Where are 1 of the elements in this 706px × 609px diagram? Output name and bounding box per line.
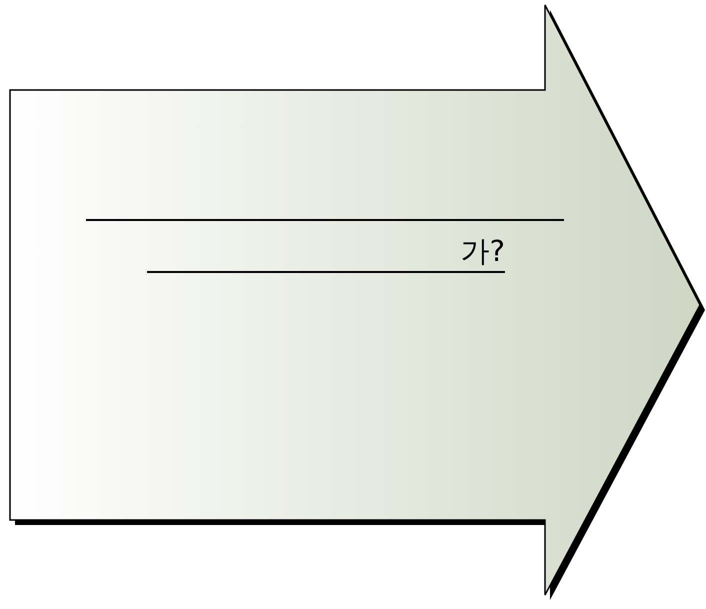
question-text: 가? xyxy=(460,233,505,270)
